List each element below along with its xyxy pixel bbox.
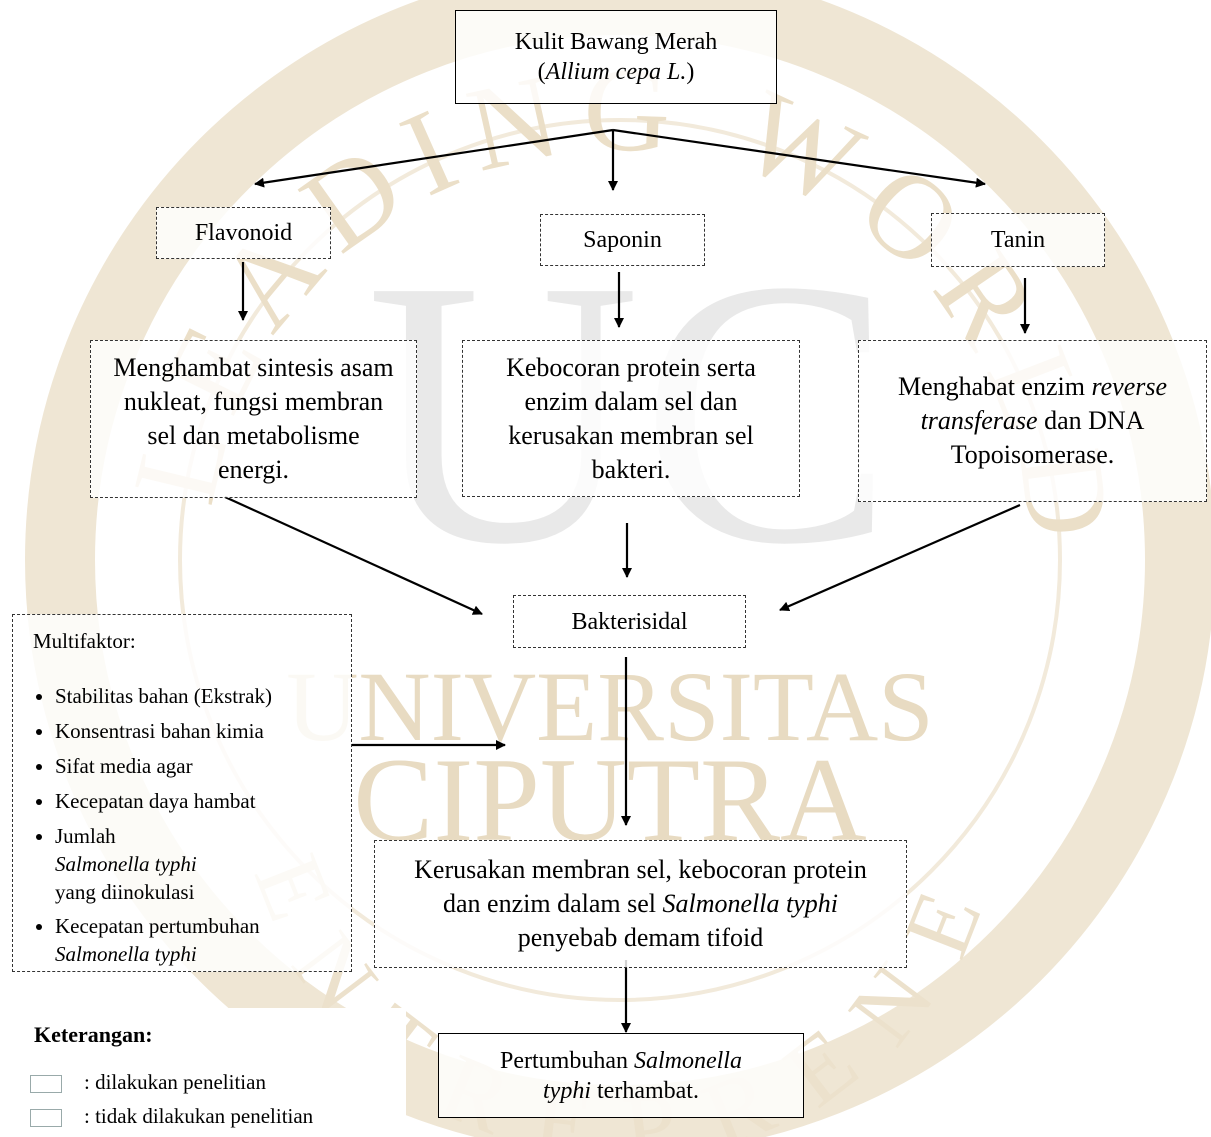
- root-title: Kulit Bawang Merah: [514, 29, 718, 55]
- bakterisidal-node: Bakterisidal: [513, 595, 746, 648]
- bakterisidal-label: Bakterisidal: [571, 608, 688, 635]
- list-item: Konsentrasi bahan kimia: [55, 717, 341, 746]
- multifaktor-list: Stabilitas bahan (Ekstrak) Konsentrasi b…: [33, 682, 341, 968]
- saponin-node: Saponin: [540, 214, 705, 266]
- legend-row-dashed: : tidak dilakukan penelitian: [30, 1104, 313, 1129]
- tanin-label: Tanin: [990, 227, 1046, 253]
- result-node: Pertumbuhan Salmonella typhi terhambat.: [438, 1033, 804, 1118]
- legend-row-solid: : dilakukan penelitian: [30, 1070, 266, 1095]
- flavonoid-node: Flavonoid: [156, 207, 331, 259]
- saponin-effect-node: Kebocoran protein serta enzim dalam sel …: [462, 340, 800, 497]
- saponin-effect-text: Kebocoran protein serta enzim dalam sel …: [506, 352, 756, 484]
- flavonoid-label: Flavonoid: [194, 220, 293, 246]
- root-node: Kulit Bawang Merah (Allium cepa L.): [455, 10, 777, 104]
- list-item: Kecepatan daya hambat: [55, 787, 341, 816]
- tanin-effect-text: Menghabat enzim reverse transferase dan …: [897, 372, 1168, 469]
- legend-title: Keterangan:: [34, 1022, 153, 1047]
- saponin-label: Saponin: [583, 227, 662, 253]
- damage-text: Kerusakan membran sel, kebocoran protein…: [414, 855, 867, 952]
- list-item: Sifat media agar: [55, 752, 341, 781]
- flavonoid-effect-text: Menghambat sintesis asam nukleat, fungsi…: [113, 353, 394, 484]
- legend-dashed-label: : tidak dilakukan penelitian: [84, 1104, 314, 1128]
- legend: Keterangan: : dilakukan penelitian : tid…: [26, 1008, 406, 1137]
- legend-solid-label: : dilakukan penelitian: [84, 1070, 266, 1094]
- multifaktor-title: Multifaktor:: [33, 629, 136, 653]
- flavonoid-effect-node: Menghambat sintesis asam nukleat, fungsi…: [90, 340, 417, 498]
- result-text: Pertumbuhan Salmonella typhi terhambat.: [500, 1047, 742, 1104]
- list-item: Stabilitas bahan (Ekstrak): [55, 682, 341, 711]
- legend-swatch-solid: [30, 1075, 62, 1094]
- tanin-effect-node: Menghabat enzim reverse transferase dan …: [858, 340, 1207, 502]
- damage-node: Kerusakan membran sel, kebocoran protein…: [374, 840, 907, 968]
- root-subtitle: (Allium cepa L.): [537, 59, 695, 85]
- legend-swatch-dashed: [30, 1109, 62, 1128]
- tanin-node: Tanin: [931, 213, 1105, 267]
- watermark-line1: UNIVERSITAS: [286, 651, 934, 762]
- multifaktor-box: Multifaktor: Stabilitas bahan (Ekstrak) …: [12, 614, 352, 972]
